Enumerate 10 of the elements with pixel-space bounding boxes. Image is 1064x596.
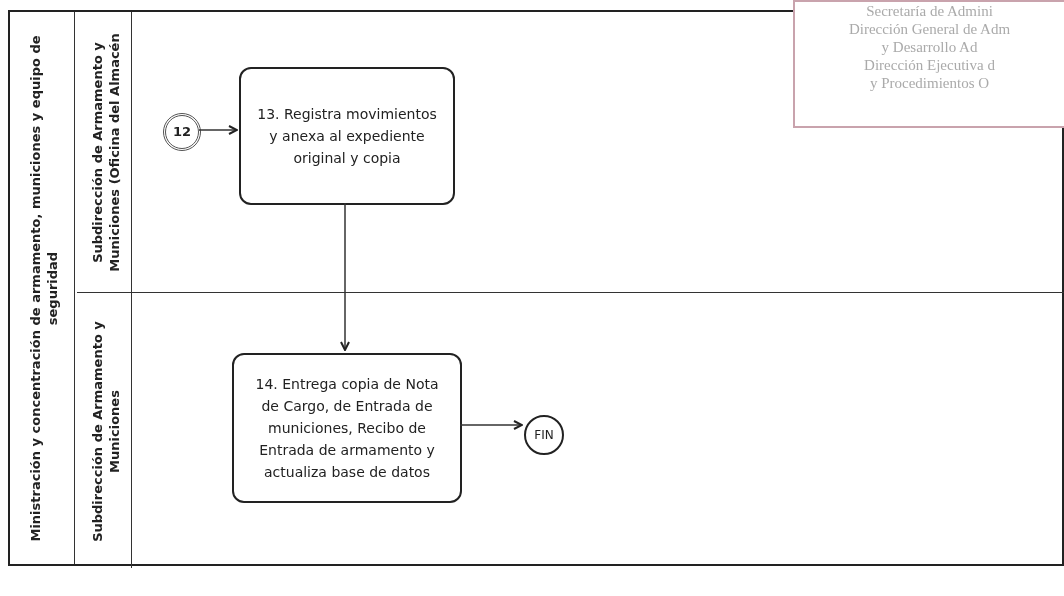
- pool-label: Ministración y concentración de armamento, municiones y equipo de seguridad: [25, 33, 60, 544]
- swimlane: [77, 292, 1064, 568]
- lane-label: Subdirección de Armamento y Municiones: [87, 319, 122, 544]
- arrow: [459, 420, 523, 430]
- task-box: 14. Entrega copia de Nota de Cargo, de Entrada de municiones, Recibo de Entrada de armamento y actualiza base de datos: [232, 353, 462, 503]
- arrow: [198, 125, 238, 135]
- lane-label: Subdirección de Armamento y Municiones (Oficina del Almacén: [87, 31, 122, 274]
- stamp: Secretaría de Admini Dirección General de Adm y Desarrollo Ad Dirección Ejecutiva d y Procedimientos O: [793, 0, 1064, 128]
- task-box: 13. Registra movimientos y anexa al expediente original y copia: [239, 67, 455, 205]
- arrow: [340, 202, 350, 351]
